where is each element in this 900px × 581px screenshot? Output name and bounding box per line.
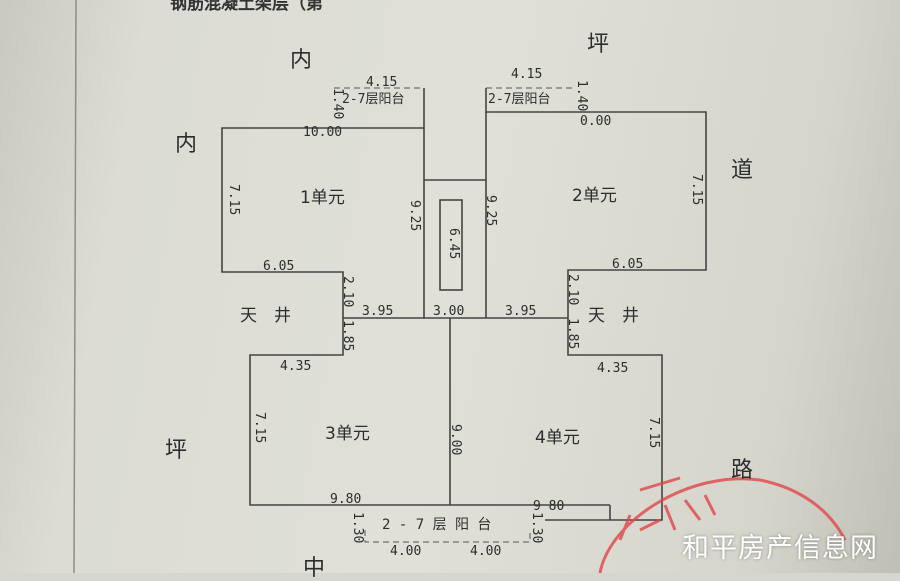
dimension: 9.25 [407, 200, 422, 232]
stairwell [439, 199, 463, 291]
dimension: 4.15 [366, 75, 398, 90]
header-title: 钢筋混凝土架层（第 [170, 0, 323, 14]
dimension: 6.05 [263, 259, 295, 274]
road-label: 坪 [165, 438, 188, 463]
dimension: 2.10 [565, 274, 580, 306]
red-stamp [598, 476, 847, 573]
dimension: 4.35 [597, 361, 629, 376]
courtyard-label: 天 井 [240, 306, 291, 326]
dimension: 0.00 [580, 114, 612, 129]
unit-label: 2单元 [572, 186, 617, 206]
dimension: 1.85 [565, 318, 580, 350]
dimension: 4.00 [390, 544, 422, 559]
balcony-label: 2 - 7 层 阳 台 [382, 517, 492, 533]
dimension: 1.40 [574, 80, 589, 112]
dimension: 3.95 [362, 304, 394, 319]
unit-label: 4单元 [535, 428, 580, 448]
dimension: 9 80 [533, 499, 565, 514]
dimension: 6.45 [446, 228, 461, 260]
balcony3 [364, 530, 531, 543]
balcony-label: 2-7层阳台 [342, 92, 405, 107]
dimension: 9.80 [330, 492, 362, 507]
border-line [73, 0, 77, 573]
dimension: 7.15 [689, 174, 704, 206]
dimension: 4.35 [280, 359, 312, 374]
courtyard-label: 天 井 [588, 306, 639, 326]
dimension: 2.10 [340, 276, 355, 308]
watermark: 和平房产信息网 [682, 533, 878, 564]
unit3-outline [249, 318, 610, 506]
road-label: 路 [731, 458, 754, 483]
dimension: 7.15 [646, 417, 661, 449]
unit-label: 3单元 [325, 424, 370, 444]
road-label: 中 [303, 556, 326, 581]
road-label: 内 [290, 48, 313, 73]
dimension: 1.30 [350, 512, 365, 544]
road-label: 道 [731, 158, 754, 183]
road-label: 坪 [587, 32, 610, 57]
dimension: 7.15 [252, 412, 267, 444]
dimension: 4.00 [470, 544, 502, 559]
balcony-label: 2-7层阳台 [488, 92, 551, 107]
dimension: 9.25 [483, 195, 498, 227]
dimension: 3.95 [505, 304, 537, 319]
dimension: 1.40 [330, 88, 345, 120]
unit1-outline [221, 88, 568, 319]
dimension: 4.15 [511, 67, 543, 82]
dimension: 1.85 [340, 320, 355, 352]
unit-label: 1单元 [300, 188, 345, 208]
unit2-outline [485, 88, 707, 521]
dimension: 9.00 [448, 424, 463, 456]
dimension: 1.30 [529, 512, 544, 544]
dimension: 3.00 [433, 304, 465, 319]
dimension: 6.05 [612, 257, 644, 272]
road-label: 内 [175, 132, 198, 157]
dimension: 7.15 [226, 184, 241, 216]
dimension: 10.00 [303, 125, 343, 140]
